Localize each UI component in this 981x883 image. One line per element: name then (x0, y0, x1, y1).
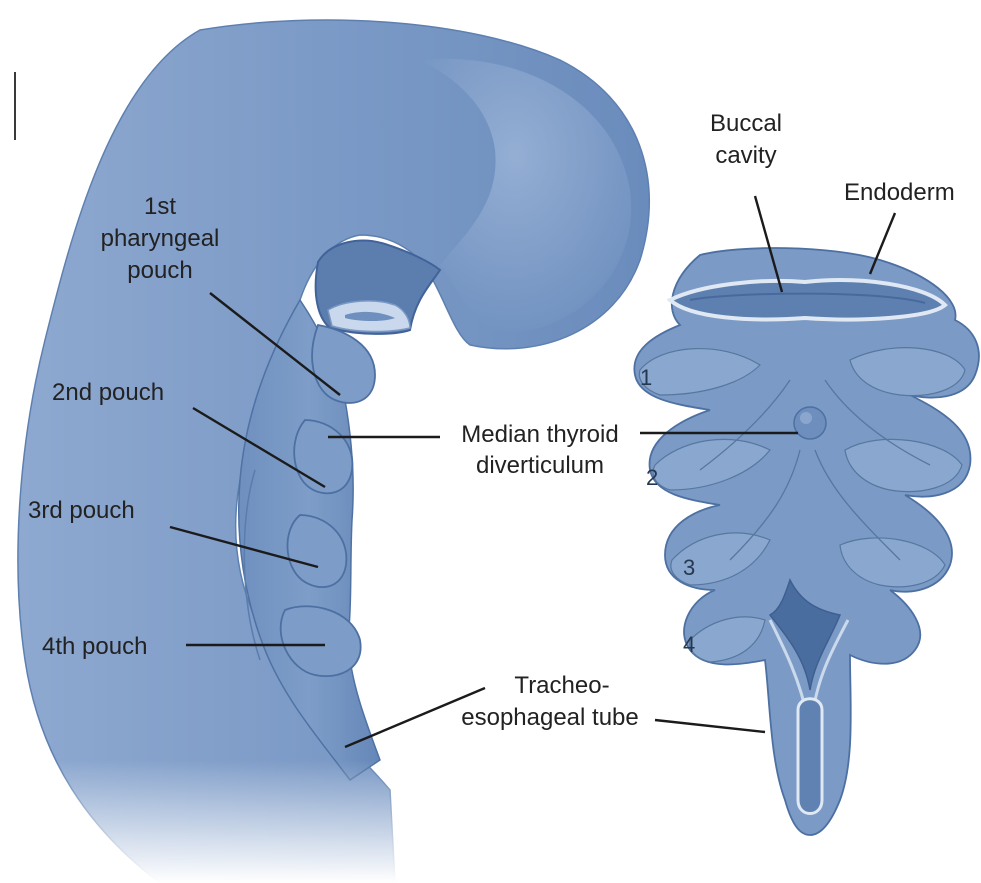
label-third-pouch: 3rd pouch (28, 497, 135, 524)
label-second-pouch: 2nd pouch (52, 379, 164, 406)
label-thyroid-line1: Median thyroid (461, 421, 618, 448)
label-tracheo-line2: esophageal tube (461, 704, 639, 731)
lower-fade (0, 760, 420, 883)
buccal-rim (670, 280, 945, 319)
thyroid-diverticulum (794, 407, 826, 439)
label-tracheo-line1: Tracheo- (514, 672, 609, 699)
label-first-pouch-line2: pharyngeal (101, 225, 220, 252)
arch-number-2: 2 (646, 465, 658, 490)
trachea-opening (798, 699, 822, 814)
thyroid-highlight (800, 412, 812, 424)
arch-number-4: 4 (683, 632, 695, 657)
label-fourth-pouch: 4th pouch (42, 633, 147, 660)
label-endoderm: Endoderm (844, 179, 955, 206)
label-first-pouch-line1: 1st (144, 193, 176, 220)
arch-number-3: 3 (683, 555, 695, 580)
pharynx-ventral-view (634, 248, 979, 835)
leader-tracheo-right (655, 720, 765, 732)
arch-number-1: 1 (640, 365, 652, 390)
label-thyroid-line2: diverticulum (476, 452, 604, 479)
label-first-pouch-line3: pouch (127, 257, 192, 284)
label-buccal-line1: Buccal (710, 110, 782, 137)
label-buccal-line2: cavity (715, 142, 776, 169)
